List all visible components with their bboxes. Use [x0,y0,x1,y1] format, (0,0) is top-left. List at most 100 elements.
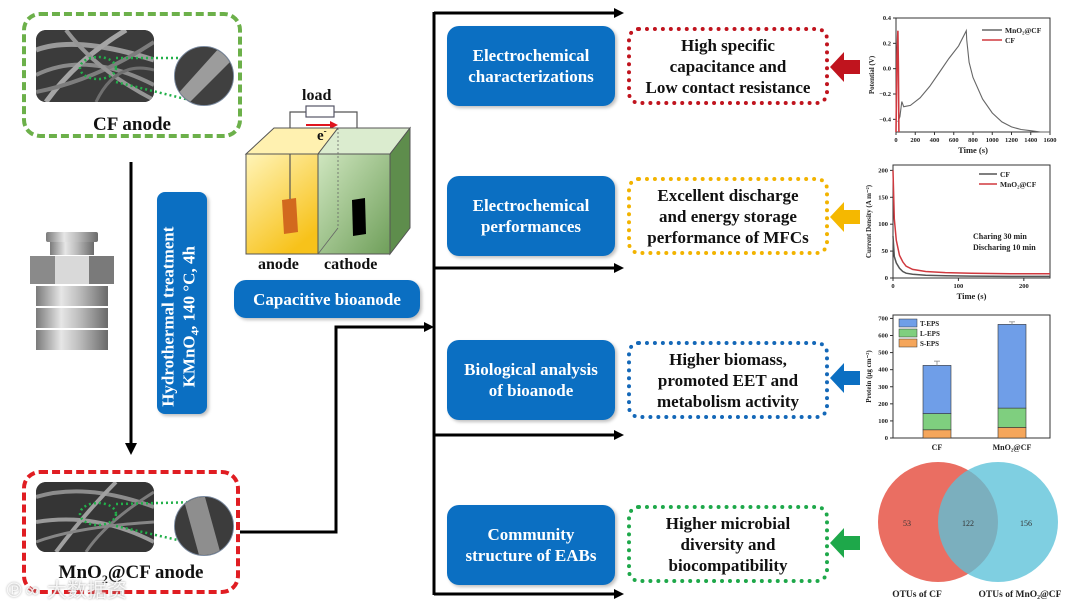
cf-fiber-zoom-circle [174,46,234,106]
x-tick-label: 200 [1019,283,1029,290]
legend-label: CF [1005,36,1015,45]
result-line: Higher microbial [665,513,791,533]
x-tick-label: 200 [910,137,920,144]
mno2-cf-anode-panel: MnO2@CF anode [22,470,240,594]
left-arrow-icon-blue [830,363,860,393]
plot-frame [892,164,1051,279]
result-line: Higher biomass, [669,349,787,369]
cf-anode-label: CF anode [93,114,171,135]
electron-text: e [317,128,324,144]
legend-label: S-EPS [920,340,939,348]
watermark-logo-icon: ℗∞ [4,578,48,602]
result-line: capacitance and [669,56,787,76]
legend-label: CF [1000,170,1010,179]
left-arrow-icon-red [830,52,860,82]
chart-annotation: Discharing 10 min [973,243,1036,252]
x-tick-label: 1200 [1005,137,1018,144]
result-line: Excellent discharge [657,185,799,205]
connector-anode-to-trunk [240,325,424,534]
y-tick-label: 400 [878,367,888,374]
fiber-texture [36,30,154,102]
x-tick-label: 400 [930,137,940,144]
mno2-fiber-zoom-circle [174,496,234,556]
y-tick-label: −0.2 [879,91,891,98]
electron-label: e- [317,126,327,145]
left-arrow-icon-yellow [830,202,860,232]
x-tick-label: 1400 [1024,137,1037,144]
method-line-2: structure of EABs [465,546,597,565]
y-tick-label: 700 [878,315,888,322]
method-line-1: Community [487,525,575,544]
y-tick-label: 600 [878,333,888,340]
cf-anode-text: @CF anode [107,562,204,583]
x-axis-label: Time (s) [957,291,987,301]
venn-set-label-mno2-cf: OTUs of MnO₂@CF [979,590,1062,600]
result-line: Low contact resistance [645,77,811,97]
y-tick-label: 0.0 [883,66,891,73]
y-tick-label: 0 [885,435,888,442]
mno2-text: MnO [58,562,102,583]
mno2-cf-anode-label: MnO2@CF anode [26,562,236,587]
result-line: promoted EET and [657,370,799,390]
legend-label: L-EPS [920,330,940,338]
y-tick-label: 0.2 [883,40,891,47]
left-arrow-icon-green [830,528,860,558]
result-line: High specific [681,35,775,55]
x-tick-label: 0 [891,283,894,290]
method-box-biological-analysis: Biological analysis of bioanode [447,340,615,420]
load-label: load [302,87,332,104]
bar-s-eps [922,429,952,439]
bar-l-eps [922,413,952,431]
method-line-2: of bioanode [488,381,574,400]
x-tick-label: 100 [954,283,964,290]
method-line-1: Biological analysis [464,360,598,379]
y-tick-label: 100 [878,221,888,228]
venn-circle-mno2-cf [938,462,1058,582]
y-axis-label: Protein (μg cm⁻²) [865,350,873,403]
bar-t-eps [922,365,952,414]
venn-count-intersection: 122 [962,519,974,528]
zoom-connector-lines [115,56,207,106]
method-box-electrochemical-characterizations: Electrochemical characterizations [447,26,615,106]
load-resistor-icon [305,105,335,118]
y-tick-label: 50 [882,248,889,255]
x-tick-label: 0 [894,137,897,144]
y-tick-label: 0 [885,275,888,282]
cf-sem-image [36,30,154,102]
method-line-1: Electrochemical [472,46,590,65]
x-tick-label: 1000 [986,137,999,144]
method-line-1: Electrochemical [472,196,590,215]
mno2-subscript: 2 [101,571,108,586]
y-tick-label: 150 [878,194,888,201]
fiber-texture [36,482,154,552]
connector-arrowhead [424,322,434,332]
x-category-label: CF [932,443,943,452]
mno2-sem-image [36,482,154,552]
plot-frame [895,17,1051,133]
venn-set-label-cf: OTUs of CF [892,590,942,600]
anode-electrode [282,198,298,234]
bar-l-eps [997,407,1027,428]
result-line: metabolism activity [656,391,800,411]
method-line-2: performances [480,217,582,236]
result-line: biocompatibility [668,555,788,575]
process-down-arrow [125,162,137,455]
x-tick-label: 800 [968,137,978,144]
mfc-reactor-diagram [244,105,412,256]
y-tick-label: 500 [878,350,888,357]
bar-s-eps [997,427,1027,439]
method-line-2: characterizations [468,67,594,86]
autoclave-icon [30,232,114,350]
y-tick-label: 0.4 [883,15,892,22]
hydrothermal-treatment-label: Hydrothermal treatment KMnO4, 140 °C, 4h [157,192,207,414]
result-line: and energy storage [659,206,797,226]
plot-frame [892,314,1051,439]
y-axis-label: Potential (V) [868,55,876,94]
cathode-label: cathode [324,256,378,273]
y-axis-label: Current Density (A m⁻²) [865,184,873,258]
